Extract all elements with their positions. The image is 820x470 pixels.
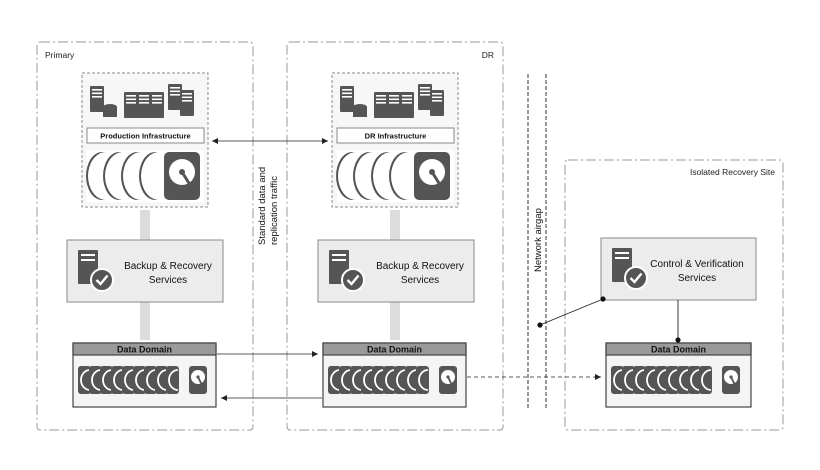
primary-services-line1: Backup & Recovery (124, 261, 212, 272)
airgap-label: Network airgap (533, 208, 544, 272)
connector-dot (600, 296, 606, 302)
dr-infrastructure-label: DR Infrastructure (365, 132, 427, 141)
server-rack-icon (340, 84, 444, 118)
replication-label-line1: Standard data and (257, 167, 268, 245)
control-to-airgap-line (539, 298, 604, 326)
primary-zone (36, 41, 254, 431)
production-infrastructure-label: Production Infrastructure (100, 132, 190, 141)
server-rack-icon (90, 84, 194, 118)
dr-infrastructure: DR Infrastructure (331, 72, 459, 208)
primary-zone-label: Primary (45, 50, 75, 60)
dr-data-domain: Data Domain (322, 342, 467, 408)
isolated-services-line2: Services (678, 273, 716, 284)
dr-services-line2: Services (401, 275, 439, 286)
isolated-dd-label: Data Domain (651, 345, 706, 355)
disk-array-icon (86, 150, 204, 202)
airgap-switch-dot (537, 322, 543, 328)
primary-data-domain: Data Domain (72, 342, 217, 408)
primary-backup-recovery-services: Backup & Recovery Services (66, 239, 224, 303)
production-infrastructure: Production Infrastructure (81, 72, 209, 208)
isolated-services-line1: Control & Verification (650, 259, 743, 270)
primary-services-line2: Services (149, 275, 187, 286)
connector-dot (675, 337, 681, 343)
dr-services-line1: Backup & Recovery (376, 261, 464, 272)
disk-array-icon (336, 150, 454, 202)
dr-zone-label: DR (482, 50, 494, 60)
primary-dd-label: Data Domain (117, 345, 172, 355)
dr-zone (286, 41, 504, 431)
isolated-zone (564, 159, 784, 431)
dr-backup-recovery-services: Backup & Recovery Services (317, 239, 475, 303)
isolated-zone-label: Isolated Recovery Site (690, 167, 775, 177)
control-verification-services: Control & Verification Services (600, 237, 757, 301)
replication-label-line2: replication traffic (269, 176, 280, 245)
isolated-data-domain: Data Domain (605, 342, 752, 408)
dr-dd-label: Data Domain (367, 345, 422, 355)
